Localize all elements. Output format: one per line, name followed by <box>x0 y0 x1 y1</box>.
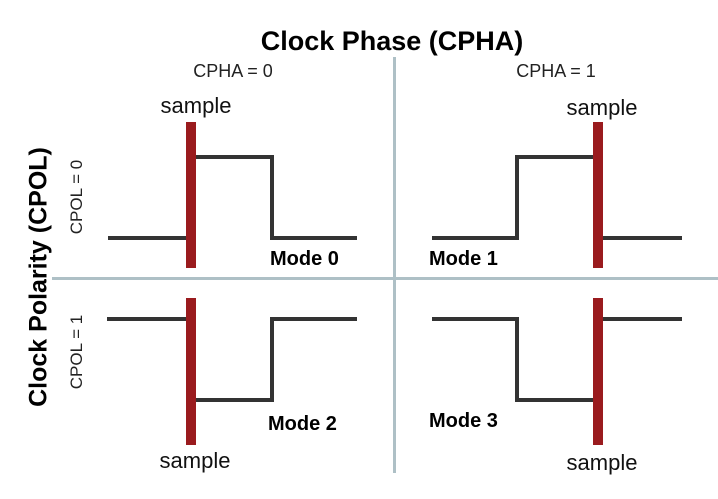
sample-strobe-mode-2 <box>186 298 196 445</box>
clock-waveform-mode-2 <box>107 317 357 402</box>
mode-label-3: Mode 3 <box>429 410 498 432</box>
horizontal-divider <box>52 277 718 280</box>
column-label-cpha-1: CPHA = 1 <box>516 61 596 81</box>
sample-label-mode-2: sample <box>159 448 231 473</box>
clock-waveform-mode-3 <box>432 317 682 402</box>
column-label-cpha-0: CPHA = 0 <box>193 61 273 81</box>
diagram-title: Clock Phase (CPHA) <box>260 26 524 56</box>
sample-strobe-mode-1 <box>593 122 603 268</box>
sample-label-mode-3: sample <box>566 450 638 475</box>
vertical-divider <box>393 57 396 473</box>
mode-label-1: Mode 1 <box>429 248 498 270</box>
clock-waveform-mode-1 <box>432 155 682 240</box>
sample-label-mode-0: sample <box>160 93 232 118</box>
clock-waveform-mode-0 <box>108 155 357 240</box>
sample-strobe-mode-3 <box>593 298 603 445</box>
mode-label-2: Mode 2 <box>268 413 337 435</box>
sample-label-mode-1: sample <box>566 95 638 120</box>
mode-label-0: Mode 0 <box>270 248 339 270</box>
sample-strobe-mode-0 <box>186 122 196 268</box>
